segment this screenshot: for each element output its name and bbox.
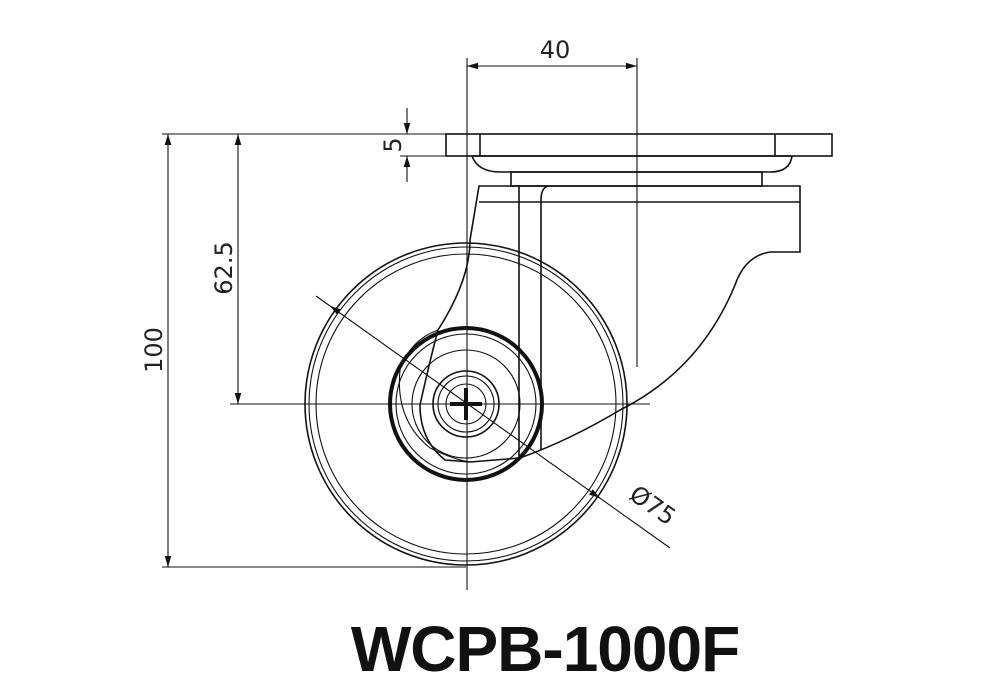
dim-total-height: 100 <box>140 327 168 373</box>
dim-axle-height: 62.5 <box>210 241 238 294</box>
extension-lines <box>162 58 650 590</box>
dim-wheel-diameter: Ø75 <box>624 480 681 531</box>
swivel-bracket <box>419 185 801 463</box>
top-plate <box>445 133 833 157</box>
dimension-lines <box>164 62 671 567</box>
dim-offset: 40 <box>540 36 571 64</box>
model-title: WCPB-1000F <box>350 613 740 685</box>
dim-plate-thickness: 5 <box>379 137 407 152</box>
